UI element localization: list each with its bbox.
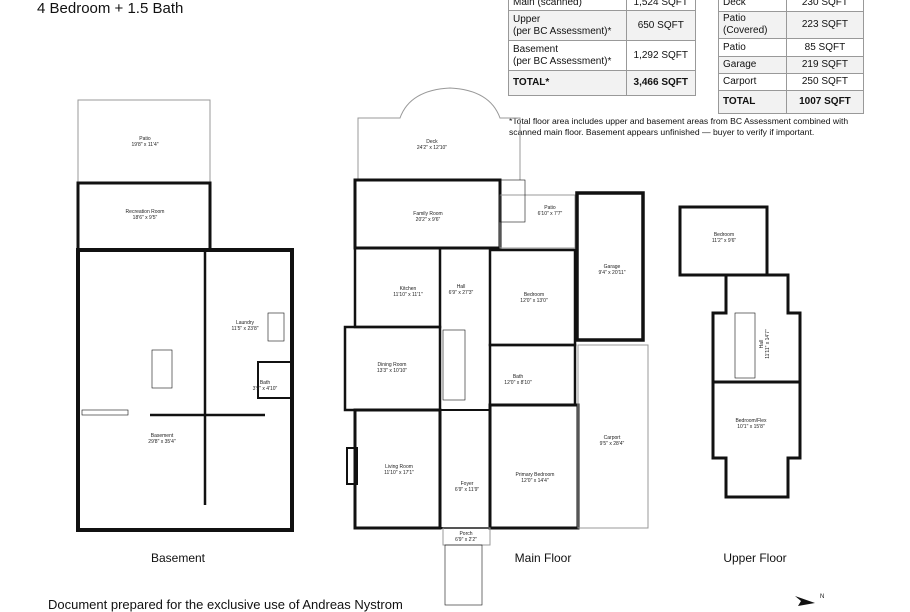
area-label: Upper (per BC Assessment)* [508,10,627,41]
washer-dryer [267,312,285,342]
basement-stairs [151,349,173,389]
listing-subtitle: 4 Bedroom + 1.5 Bath [37,0,184,17]
main-stairs [442,329,466,401]
deck-outline [357,87,521,180]
ext-total-value: 1007 SQFT [785,90,865,114]
main-floor-title: Main Floor [514,551,572,565]
foyer-walls [439,409,491,529]
upper-hall-walls [711,273,802,384]
basement-bath-walls [257,361,293,399]
basement-title: Basement [150,551,206,565]
garage-walls [575,191,645,342]
north-label: N [820,594,825,600]
main-patio-outline [499,194,576,249]
north-arrow-icon [795,596,815,606]
area-footnote: *Total floor area includes upper and bas… [509,116,849,137]
area-table: Main (scanned)1,524 SQFT Upper (per BC A… [508,0,697,96]
ext-label: Patio (Covered) [718,11,787,39]
area-total-label: TOTAL* [508,70,627,96]
ext-total-label: TOTAL [718,90,787,114]
area-total-value: 3,466 SQFT [625,70,697,96]
deck-stairs [499,179,526,223]
upper-stairs [734,312,756,379]
primary-bedroom-walls [488,403,580,530]
footer-disclaimer: Document prepared for the exclusive use … [48,597,403,612]
area-label: Basement (per BC Assessment)* [508,40,627,71]
porch-stairs [444,544,483,606]
upper-floor-title: Upper Floor [723,551,787,565]
upper-bedroom-walls [678,205,769,277]
main-bath-walls [488,343,577,407]
bedroom-flex-walls [711,382,802,499]
area-value: 1,292 SQFT [625,40,697,71]
fireplace [346,447,358,485]
basement-bench [81,409,129,416]
carport-outline [577,344,649,529]
ext-value: 223 SQFT [785,11,865,39]
